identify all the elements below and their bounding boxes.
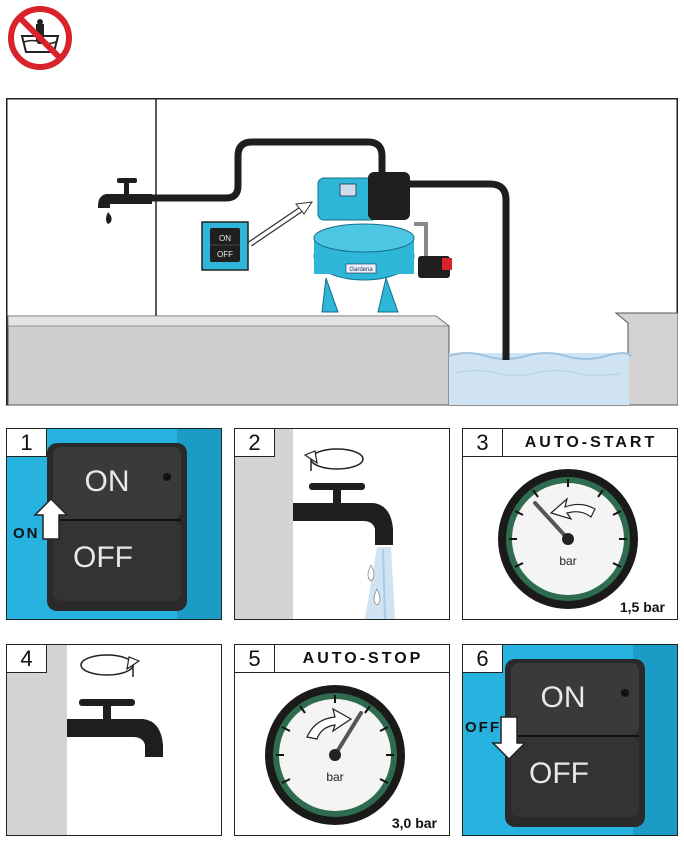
step-title: AUTO-STOP [275, 645, 449, 673]
rotate-open-icon [303, 448, 364, 471]
rotate-close-icon [80, 654, 141, 677]
step-number: 3 [463, 429, 503, 457]
tank-brand-label: Gardena [349, 267, 373, 273]
arrow-label: ON [13, 525, 40, 542]
step-3-panel: 3 AUTO-START bar 1,5 bar [462, 428, 678, 620]
switch-off-label: OFF [529, 757, 589, 790]
step-4-panel: 4 [6, 644, 222, 836]
overview-switch-on-label: ON [219, 234, 231, 243]
step-number: 5 [235, 645, 275, 673]
gauge-unit-label: bar [326, 770, 343, 784]
prohibition-sign-icon [8, 6, 72, 70]
tap-icon [293, 483, 393, 545]
pressure-gauge-icon: bar [265, 685, 405, 825]
switch-on-label: ON [541, 681, 586, 714]
step-title: AUTO-START [503, 429, 677, 457]
step-number: 1 [7, 429, 47, 457]
step-number: 2 [235, 429, 275, 457]
step-6-panel: 6 ON OFF OFF [462, 644, 678, 836]
tap-icon [67, 699, 163, 757]
step-2-panel: 2 [234, 428, 450, 620]
step-5-panel: 5 AUTO-STOP bar 3,0 bar [234, 644, 450, 836]
switch-off-label: OFF [73, 541, 133, 574]
pressure-gauge-icon: bar [498, 469, 638, 609]
installation-overview: Gardena ON OFF [6, 98, 679, 408]
arrow-label: OFF [465, 719, 501, 736]
down-arrow-icon [491, 716, 527, 761]
gauge-unit-label: bar [559, 554, 576, 568]
overview-switch-off-label: OFF [217, 250, 233, 259]
pressure-reading: 1,5 bar [619, 599, 665, 615]
up-arrow-icon [33, 497, 69, 540]
switch-on-label: ON [85, 465, 130, 498]
step-1-panel: 1 ON OFF ON [6, 428, 222, 620]
step-number: 6 [463, 645, 503, 673]
step-number: 4 [7, 645, 47, 673]
pressure-reading: 3,0 bar [391, 815, 437, 831]
